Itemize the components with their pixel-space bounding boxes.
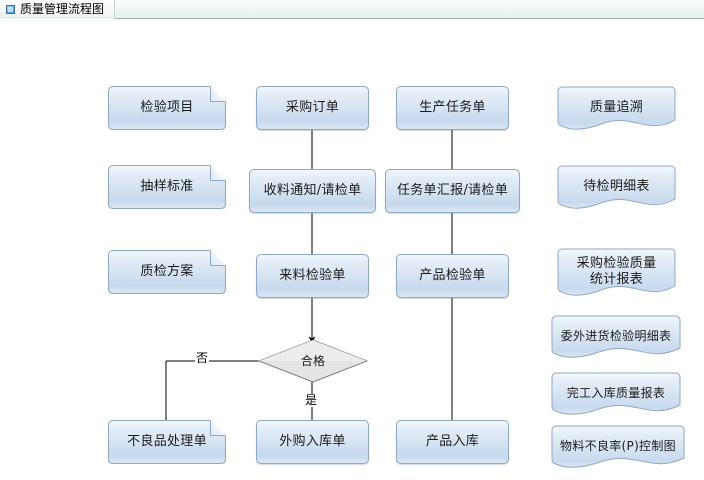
node-lailiaojianyandan[interactable]: 来料检验单	[256, 254, 369, 298]
report-document-shape	[557, 248, 676, 296]
node-shape-folded	[108, 165, 226, 209]
window-tab-bar: 质量管理流程图	[0, 0, 704, 19]
node-label: 任务单汇报/请检单	[396, 183, 509, 198]
node-label: 抽样标准	[140, 179, 194, 194]
header-divider	[0, 20, 704, 22]
node-label: 产品入库	[425, 434, 480, 449]
node-label: 质量追溯	[589, 99, 644, 115]
node-buliangpinchulidan[interactable]: 不良品处理单	[108, 420, 226, 464]
node-zhiliangzhuisu[interactable]: 质量追溯	[557, 86, 676, 134]
node-label: 合格	[300, 354, 326, 368]
report-document-shape	[551, 315, 681, 358]
node-label: 来料检验单	[279, 268, 346, 283]
node-weiwaijinhuo[interactable]: 委外进货检验明细表	[551, 315, 681, 362]
decision-diamond-shape	[258, 339, 368, 383]
tab-bar-filler	[115, 0, 704, 19]
node-waigourukudan[interactable]: 外购入库单	[256, 420, 369, 464]
node-caigoujianyanzhiliang[interactable]: 采购检验质量 统计报表	[557, 248, 676, 300]
node-shape-folded	[108, 86, 226, 130]
node-shouliaotongzhi[interactable]: 收料通知/请检单	[249, 169, 376, 213]
node-daijianmingxibiao[interactable]: 待检明细表	[557, 165, 676, 213]
node-renwudanhuibao[interactable]: 任务单汇报/请检单	[385, 169, 520, 213]
node-label: 不良品处理单	[127, 434, 207, 449]
node-label: 委外进货检验明细表	[560, 329, 672, 343]
node-label: 质检方案	[140, 264, 194, 279]
report-document-shape	[551, 425, 685, 468]
edge-label-no: 否	[195, 351, 210, 365]
node-label: 收料通知/请检单	[263, 183, 362, 198]
report-document-shape	[551, 372, 681, 415]
node-label: 采购检验质量 统计报表	[576, 255, 657, 287]
flowchart-canvas: 否 是 检验项目 抽样标准 质检方案 不良品处理单 采购订单 收料通知/请检单 …	[0, 22, 704, 480]
node-hege-decision[interactable]: 合格	[258, 339, 368, 383]
node-label: 采购订单	[285, 100, 340, 115]
node-chanpinruku[interactable]: 产品入库	[396, 420, 509, 464]
node-label: 外购入库单	[279, 434, 346, 449]
node-wuliaobuliangliv[interactable]: 物料不良率(P)控制图	[551, 425, 685, 472]
node-jianyanxiangmu[interactable]: 检验项目	[108, 86, 226, 130]
node-label: 待检明细表	[583, 178, 650, 194]
node-zhijianfangan[interactable]: 质检方案	[108, 250, 226, 294]
window-square-icon	[6, 4, 15, 14]
node-wangongruku[interactable]: 完工入库质量报表	[551, 372, 681, 419]
node-label: 物料不良率(P)控制图	[560, 439, 676, 453]
report-document-shape	[557, 165, 676, 209]
node-chouyangbiaozhun[interactable]: 抽样标准	[108, 165, 226, 209]
tab-label: 质量管理流程图	[20, 2, 105, 16]
tab-quality-flow[interactable]: 质量管理流程图	[0, 0, 116, 19]
edge-label-yes: 是	[304, 393, 319, 407]
node-caigoudingdan[interactable]: 采购订单	[256, 86, 369, 130]
node-label: 产品检验单	[419, 268, 486, 283]
node-shape-folded	[108, 420, 226, 464]
node-label: 完工入库质量报表	[566, 386, 666, 400]
report-document-shape	[557, 86, 676, 130]
node-chanpinjianyandan[interactable]: 产品检验单	[396, 254, 509, 298]
node-shengchanrenwudan[interactable]: 生产任务单	[396, 86, 509, 130]
node-label: 检验项目	[140, 100, 194, 115]
node-label: 生产任务单	[419, 100, 486, 115]
node-shape-folded	[108, 250, 226, 294]
